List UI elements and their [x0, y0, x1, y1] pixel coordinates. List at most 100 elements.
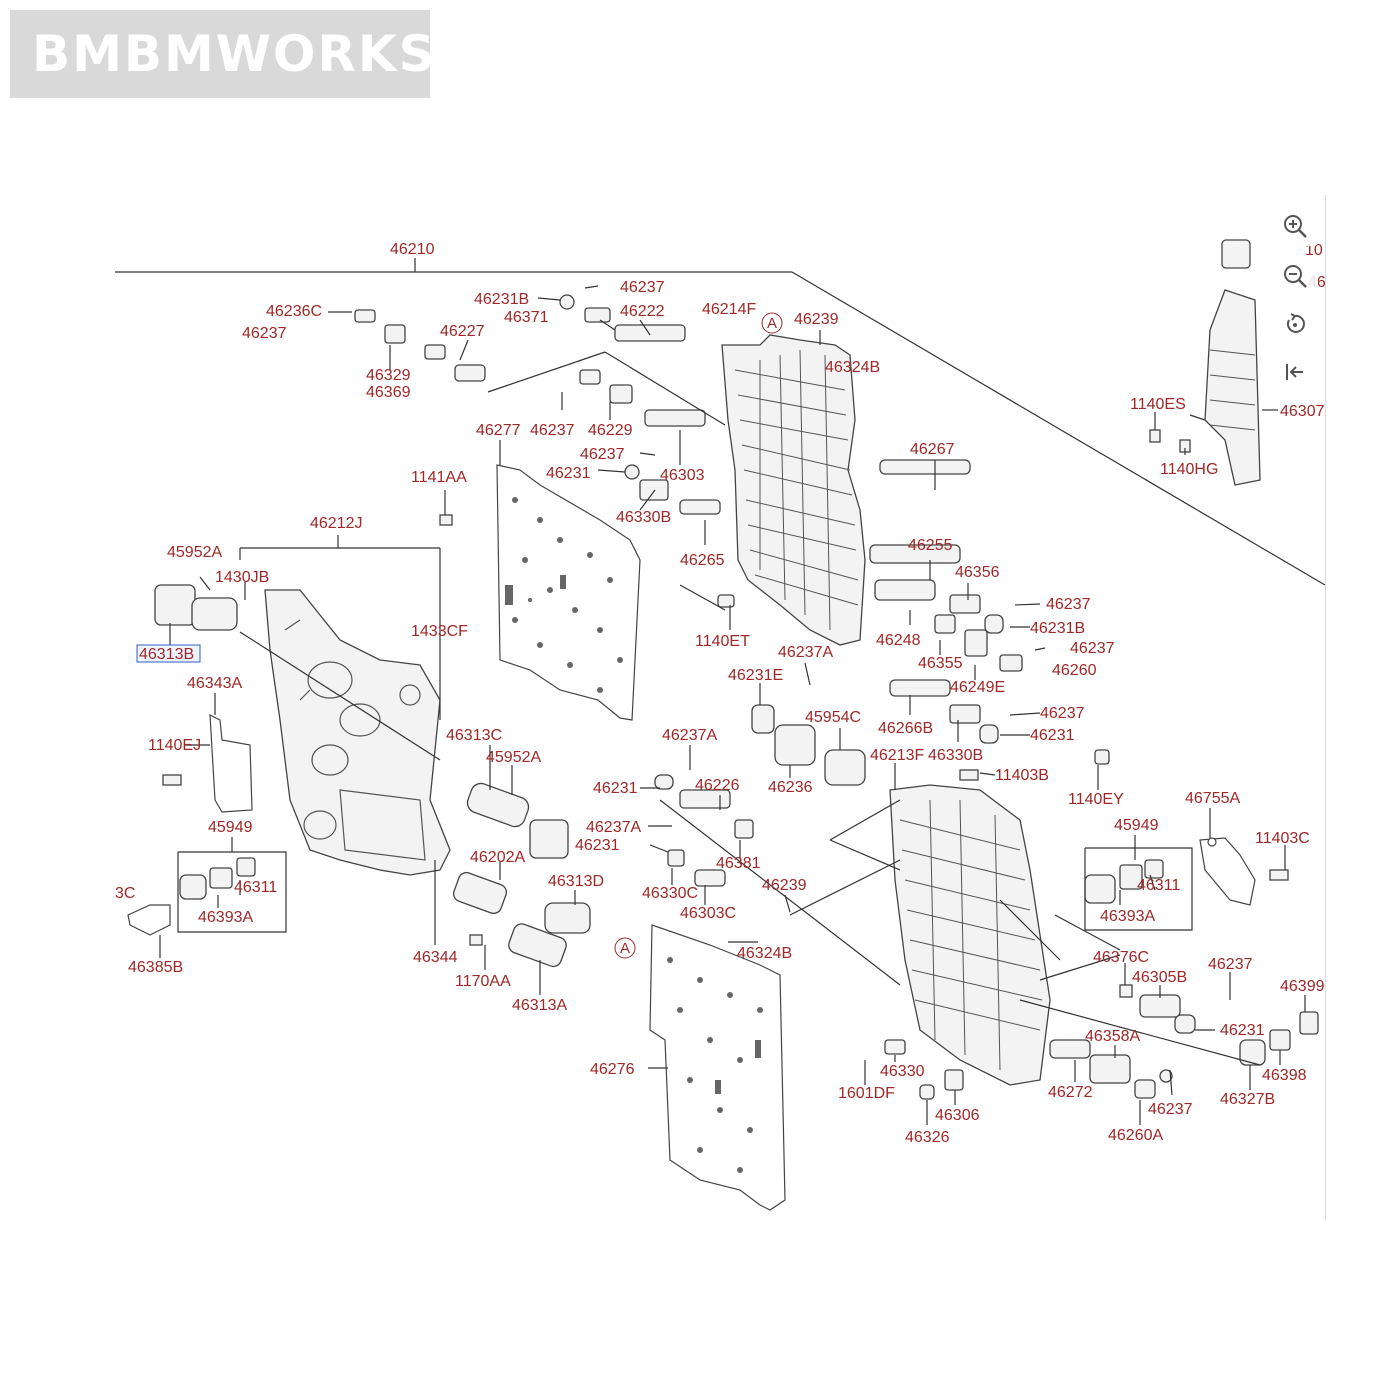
label-46313c: 46313C [446, 727, 502, 744]
label-46326: 46326 [905, 1129, 950, 1146]
label-46313a: 46313A [512, 997, 567, 1014]
solenoid-46313c [466, 782, 569, 859]
collapse-left-icon [1286, 364, 1303, 380]
separator-plate-46277 [496, 464, 641, 721]
separator-plate-46276 [649, 924, 786, 1211]
label-1140et: 1140ET [695, 633, 750, 650]
rotate-reset-icon [1286, 313, 1305, 333]
label-3c: 3C [115, 885, 135, 902]
label-46231b: 46231B [474, 291, 529, 308]
label-46358a: 46358A [1085, 1028, 1140, 1045]
label-1601df: 1601DF [838, 1085, 895, 1102]
label-46305b: 46305B [1132, 969, 1187, 986]
zoom-in-button[interactable] [1272, 206, 1318, 246]
label-46306: 46306 [935, 1107, 980, 1124]
label-46355: 46355 [918, 655, 963, 672]
label-46237: 46237 [530, 422, 575, 439]
label-46393a: 46393A [1100, 908, 1155, 925]
label-46231b: 46231B [1030, 620, 1085, 637]
label-46260: 46260 [1052, 662, 1097, 679]
label-46227: 46227 [440, 323, 485, 340]
label-46330: 46330 [880, 1063, 925, 1080]
right-valve-body [889, 784, 1051, 1086]
harness-46307 [1204, 239, 1261, 486]
label-46202a: 46202A [470, 849, 525, 866]
label-46237: 46237 [620, 279, 665, 296]
label-1430jb: 1430JB [215, 569, 269, 586]
zoom-out-button[interactable] [1272, 256, 1318, 296]
label-46303c: 46303C [680, 905, 736, 922]
label-45952a: 45952A [486, 749, 541, 766]
label-46222: 46222 [620, 303, 665, 320]
label-45949: 45949 [208, 819, 253, 836]
label-46276: 46276 [590, 1061, 635, 1078]
label-46376c: 46376C [1093, 949, 1149, 966]
zoom-out-icon [1284, 265, 1307, 288]
label-46214f: 46214F [702, 301, 756, 318]
label-46213f: 46213F [870, 747, 924, 764]
label-46330b: 46330B [928, 747, 983, 764]
callout-a-bottom-label: A [620, 940, 630, 957]
label-46237: 46237 [1040, 705, 1085, 722]
small-parts [162, 294, 1319, 1100]
label-46231: 46231 [546, 465, 591, 482]
label-46272: 46272 [1048, 1084, 1093, 1101]
label-46311: 46311 [1137, 877, 1180, 894]
label-1433cf: 1433CF [411, 623, 468, 640]
label-46344: 46344 [413, 949, 458, 966]
label-46327b: 46327B [1220, 1091, 1275, 1108]
label-46369: 46369 [366, 384, 411, 401]
reset-rotation-button[interactable] [1272, 304, 1318, 344]
label-46237: 46237 [1070, 640, 1115, 657]
label-46398: 46398 [1262, 1067, 1307, 1084]
label-10: 10 [1305, 242, 1323, 259]
label-46330c: 46330C [642, 885, 698, 902]
label-46236: 46236 [768, 779, 813, 796]
label-1141aa: 1141AA [411, 469, 467, 486]
label-46260a: 46260A [1108, 1127, 1163, 1144]
label-45952a: 45952A [167, 544, 222, 561]
bracket-46385b [127, 904, 171, 936]
label-11403b: 11403B [995, 767, 1049, 784]
label-46248: 46248 [876, 632, 921, 649]
label-46231: 46231 [1220, 1022, 1265, 1039]
label-46330b: 46330B [616, 509, 671, 526]
label-46385b: 46385B [128, 959, 183, 976]
watermark-logo: BMBMWORKS [10, 10, 435, 98]
label-46237a: 46237A [586, 819, 641, 836]
solenoid-46313d [452, 871, 591, 934]
label-46329: 46329 [366, 367, 411, 384]
label-46239: 46239 [794, 311, 839, 328]
bracket-46755a [1199, 837, 1256, 906]
label-46226: 46226 [695, 777, 740, 794]
label-46267: 46267 [910, 441, 955, 458]
label-46313d: 46313D [548, 873, 604, 890]
callout-a-top-label: A [767, 315, 777, 332]
label-46231: 46231 [575, 837, 620, 854]
label-46237a: 46237A [778, 644, 833, 661]
label-46212j: 46212J [310, 515, 363, 532]
label-45949: 45949 [1114, 817, 1159, 834]
label-46237: 46237 [242, 325, 287, 342]
label-46237: 46237 [1046, 596, 1091, 613]
label-1140hg: 1140HG [1160, 461, 1218, 478]
label-46237: 46237 [1208, 956, 1253, 973]
label-46399: 46399 [1280, 978, 1325, 995]
bracket-46343a [209, 713, 253, 813]
label-46277: 46277 [476, 422, 521, 439]
label-46307: 46307 [1280, 403, 1325, 420]
label-46237: 46237 [1148, 1101, 1193, 1118]
label-1140ey: 1140EY [1068, 791, 1124, 808]
label-46237: 46237 [580, 446, 625, 463]
collapse-panel-button[interactable] [1272, 352, 1318, 392]
part-labels: 46210 46236C 46237 46231B 46237 46371 46… [115, 241, 1326, 1146]
frame-lines [115, 258, 1326, 586]
label-1140es: 1140ES [1130, 396, 1186, 413]
label-46266b: 46266B [878, 720, 933, 737]
label-46303: 46303 [660, 467, 705, 484]
viewer-divider [1325, 195, 1326, 1220]
label-11403c: 11403C [1255, 830, 1310, 847]
label-46313b: 46313B [139, 646, 194, 663]
zoom-in-icon [1284, 215, 1307, 238]
label-45954c: 45954C [805, 709, 861, 726]
